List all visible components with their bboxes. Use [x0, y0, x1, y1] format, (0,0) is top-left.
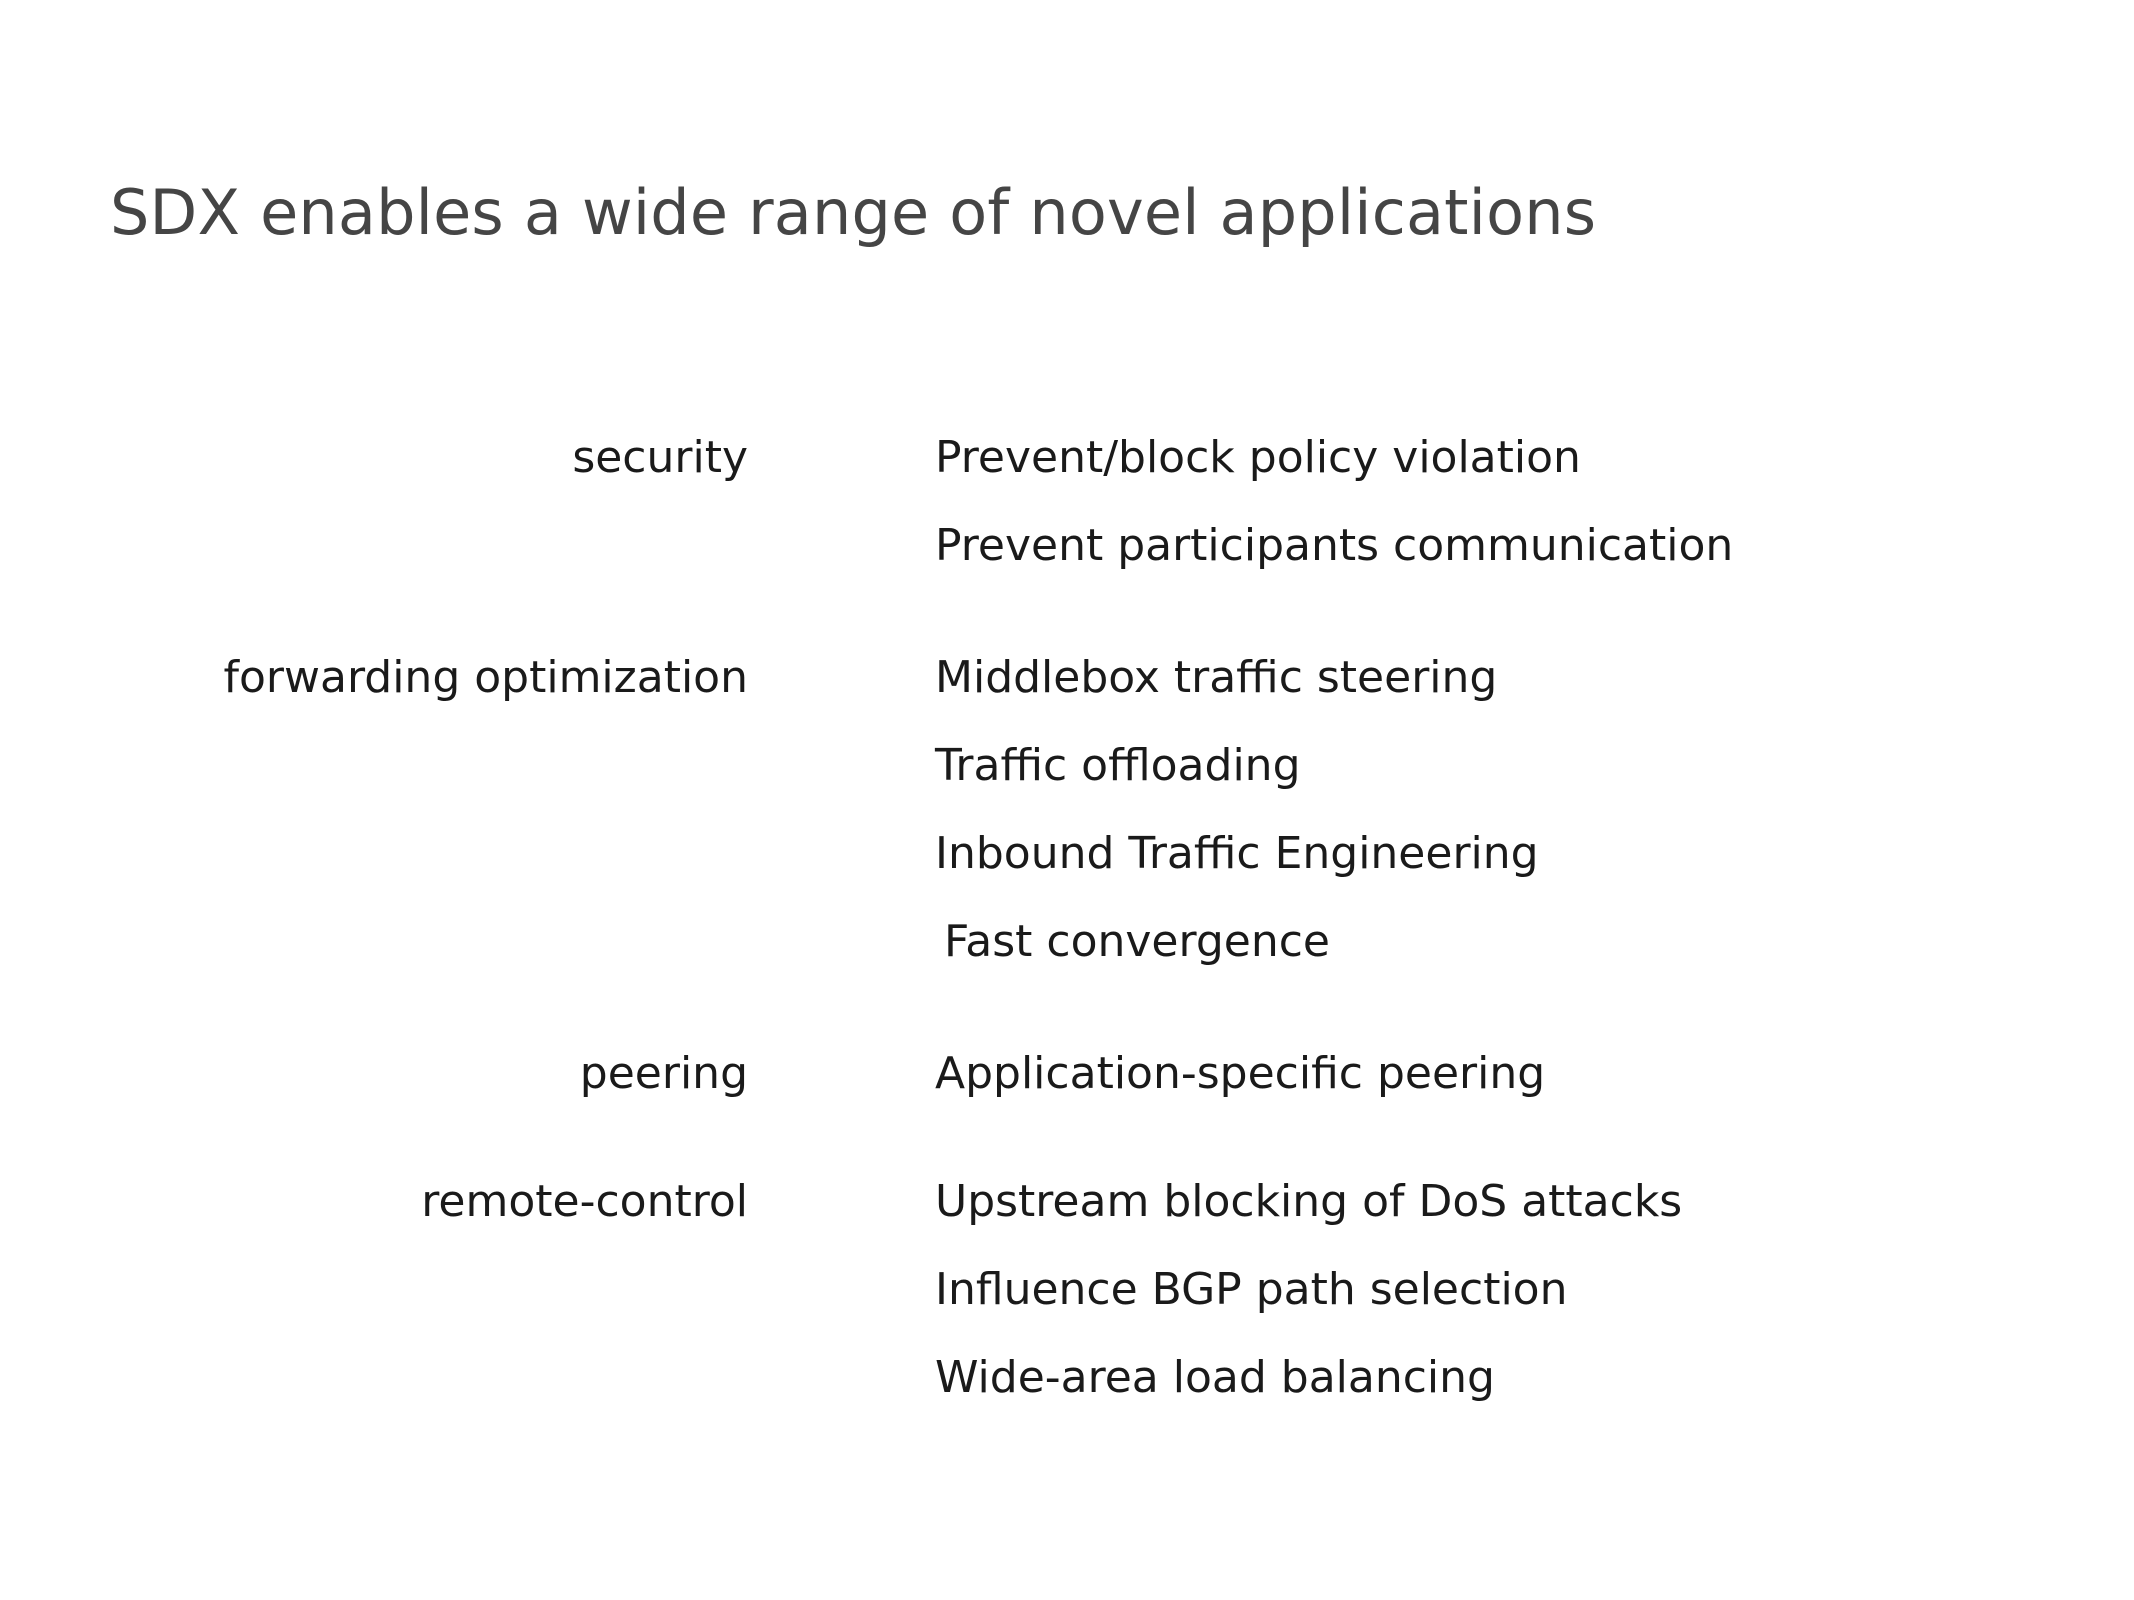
category-label: forwarding optimization — [223, 652, 748, 703]
application-item: Middlebox traffic steering — [935, 652, 1498, 703]
application-item: Prevent/block policy violation — [935, 432, 1581, 483]
page-title: SDX enables a wide range of novel applic… — [110, 176, 1597, 249]
table-row: peering Application-specific peering — [0, 1048, 2134, 1136]
application-item: Wide-area load balancing — [935, 1352, 1495, 1403]
category-label: remote-control — [421, 1176, 748, 1227]
table-row: security Prevent/block policy violation — [0, 432, 2134, 520]
category-group: remote-control Upstream blocking of DoS a… — [0, 1176, 2134, 1440]
group-spacer — [0, 1004, 2134, 1048]
group-spacer — [0, 608, 2134, 652]
application-item: Influence BGP path selection — [935, 1264, 1568, 1315]
table-row: Traffic offloading — [0, 740, 2134, 828]
category-group: peering Application-specific peering — [0, 1048, 2134, 1136]
table-row: remote-control Upstream blocking of DoS a… — [0, 1176, 2134, 1264]
application-item: Inbound Traffic Engineering — [935, 828, 1539, 879]
table-row: Prevent participants communication — [0, 520, 2134, 608]
category-label — [0, 520, 748, 524]
category-label: peering — [579, 1048, 748, 1099]
table-row: Fast convergence — [0, 916, 2134, 1004]
category-label — [0, 1352, 748, 1356]
table-row: Influence BGP path selection — [0, 1264, 2134, 1352]
table-row: forwarding optimization Middlebox traffic… — [0, 652, 2134, 740]
category-label — [0, 828, 748, 832]
application-item: Fast convergence — [944, 916, 1330, 967]
category-label — [0, 740, 748, 744]
category-label — [0, 916, 748, 920]
category-label — [0, 1264, 748, 1268]
table-row: Inbound Traffic Engineering — [0, 828, 2134, 916]
category-label: security — [572, 432, 748, 483]
group-spacer — [0, 1136, 2134, 1176]
category-group: forwarding optimization Middlebox traffic… — [0, 652, 2134, 1004]
application-item: Upstream blocking of DoS attacks — [935, 1176, 1683, 1227]
application-item: Application-specific peering — [935, 1048, 1546, 1099]
application-item: Prevent participants communication — [935, 520, 1734, 571]
application-item: Traffic offloading — [935, 740, 1301, 791]
table-row: Wide-area load balancing — [0, 1352, 2134, 1440]
